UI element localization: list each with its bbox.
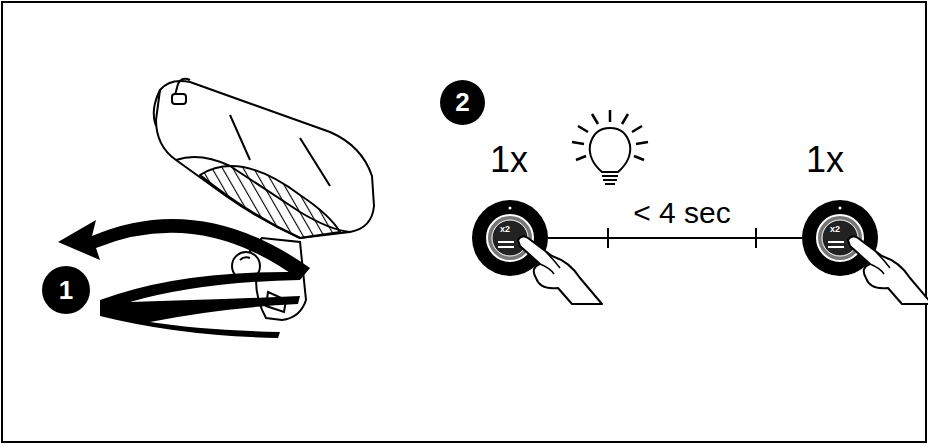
button-marking: x2 [830, 225, 840, 234]
callout-number: 2 [440, 80, 485, 125]
light-bulb-icon [572, 110, 648, 184]
callout-text: 1 [59, 275, 73, 306]
push-button-left [472, 200, 602, 304]
press-count: 1x [490, 142, 528, 178]
button-marking: x2 [500, 225, 510, 234]
push-button: x2 [472, 200, 548, 276]
time-limit-label: < 4 sec [630, 198, 734, 228]
callout-text: 2 [455, 87, 469, 118]
push-button: x2 [802, 200, 878, 276]
callout-number: 1 [42, 266, 90, 314]
time-bracket [548, 228, 802, 248]
curved-arrow [58, 219, 310, 338]
push-button-right [802, 200, 928, 304]
press-count: 1x [806, 142, 844, 178]
lamp-housing [154, 79, 374, 238]
